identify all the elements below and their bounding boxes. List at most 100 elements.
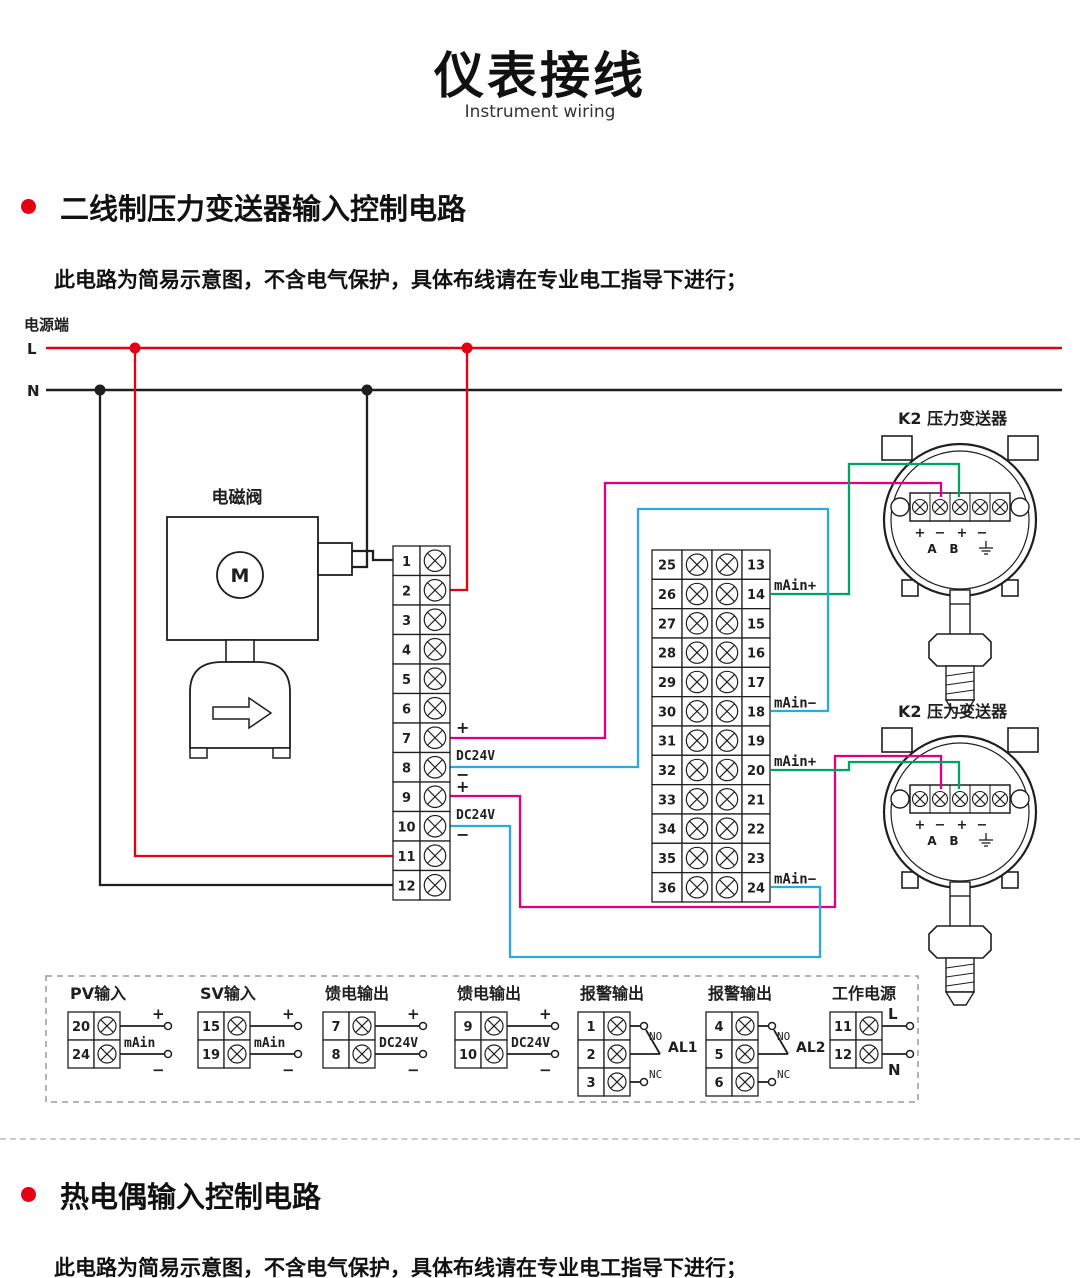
svg-text:B: B xyxy=(949,542,958,556)
svg-text:−: − xyxy=(407,1061,420,1079)
svg-text:5: 5 xyxy=(402,673,411,688)
svg-text:报警输出: 报警输出 xyxy=(708,984,772,1003)
svg-text:DC24V: DC24V xyxy=(456,749,495,764)
svg-text:19: 19 xyxy=(202,1048,220,1063)
svg-text:电源端: 电源端 xyxy=(24,316,69,334)
section-1-note: 此电路为简易示意图，不含电气保护，具体布线请在专业电工指导下进行； xyxy=(54,268,747,292)
svg-text:24: 24 xyxy=(72,1048,90,1063)
page-subtitle: Instrument wiring xyxy=(464,102,616,122)
svg-text:+: + xyxy=(407,1005,420,1023)
svg-text:10: 10 xyxy=(397,820,415,835)
svg-text:B: B xyxy=(949,834,958,848)
bullet-icon xyxy=(21,199,36,214)
svg-text:3: 3 xyxy=(402,614,411,629)
svg-text:A: A xyxy=(927,542,937,556)
svg-text:+: + xyxy=(957,818,968,833)
svg-text:13: 13 xyxy=(747,559,765,574)
svg-text:N: N xyxy=(27,382,40,400)
svg-text:31: 31 xyxy=(658,735,676,750)
svg-text:26: 26 xyxy=(658,588,676,603)
solenoid-valve: 电磁阀 M xyxy=(166,487,353,759)
svg-text:17: 17 xyxy=(747,676,765,691)
svg-text:mAin: mAin xyxy=(254,1036,285,1051)
bullet-icon xyxy=(21,1187,36,1202)
svg-text:9: 9 xyxy=(402,791,411,806)
svg-text:11: 11 xyxy=(397,850,415,865)
svg-text:4: 4 xyxy=(402,643,411,658)
svg-text:+: + xyxy=(539,1005,552,1023)
svg-text:12: 12 xyxy=(834,1048,852,1063)
svg-text:2: 2 xyxy=(402,584,411,599)
svg-text:15: 15 xyxy=(202,1020,220,1035)
svg-text:−: − xyxy=(539,1061,552,1079)
svg-text:NC: NC xyxy=(777,1068,790,1081)
svg-text:PV输入: PV输入 xyxy=(70,984,126,1003)
svg-text:22: 22 xyxy=(747,823,765,838)
svg-text:1: 1 xyxy=(586,1020,595,1035)
svg-text:23: 23 xyxy=(747,852,765,867)
svg-text:NO: NO xyxy=(649,1030,662,1043)
svg-text:20: 20 xyxy=(747,764,765,779)
svg-text:5: 5 xyxy=(714,1048,723,1063)
svg-text:6: 6 xyxy=(402,702,411,717)
svg-text:mAin+: mAin+ xyxy=(774,578,816,594)
section-1-title: 二线制压力变送器输入控制电路 xyxy=(60,192,467,226)
svg-text:6: 6 xyxy=(714,1076,723,1091)
svg-text:9: 9 xyxy=(463,1020,472,1035)
svg-text:mAin−: mAin− xyxy=(774,871,816,887)
svg-text:8: 8 xyxy=(402,761,411,776)
svg-text:NC: NC xyxy=(649,1068,662,1081)
svg-text:+: + xyxy=(282,1005,295,1023)
svg-text:27: 27 xyxy=(658,617,676,632)
svg-text:DC24V: DC24V xyxy=(456,808,495,823)
section-2-note: 此电路为简易示意图，不含电气保护，具体布线请在专业电工指导下进行； xyxy=(54,1256,747,1278)
svg-text:7: 7 xyxy=(331,1020,340,1035)
svg-text:11: 11 xyxy=(834,1020,852,1035)
svg-text:−: − xyxy=(935,818,946,833)
svg-text:32: 32 xyxy=(658,764,676,779)
svg-text:14: 14 xyxy=(747,588,765,603)
svg-text:19: 19 xyxy=(747,735,765,750)
svg-text:12: 12 xyxy=(397,879,415,894)
svg-text:7: 7 xyxy=(402,732,411,747)
svg-text:K2 压力变送器: K2 压力变送器 xyxy=(898,409,1008,428)
svg-text:29: 29 xyxy=(658,676,676,691)
svg-text:3: 3 xyxy=(586,1076,595,1091)
svg-text:+: + xyxy=(456,718,469,737)
svg-text:mAin: mAin xyxy=(124,1036,155,1051)
svg-text:M: M xyxy=(231,565,250,587)
svg-text:35: 35 xyxy=(658,852,676,867)
svg-text:L: L xyxy=(888,1005,898,1023)
svg-text:电磁阀: 电磁阀 xyxy=(212,487,263,508)
svg-text:馈电输出: 馈电输出 xyxy=(457,984,521,1003)
terminal-legend: PV输入2024+−mAinSV输入1519+−mAin馈电输出78+−DC24… xyxy=(45,975,919,1103)
svg-text:34: 34 xyxy=(658,823,676,838)
svg-text:DC24V: DC24V xyxy=(379,1036,418,1051)
svg-text:−: − xyxy=(456,825,469,844)
svg-text:36: 36 xyxy=(658,881,676,896)
svg-text:工作电源: 工作电源 xyxy=(832,984,896,1003)
svg-text:AL2: AL2 xyxy=(796,1040,826,1056)
svg-text:mAin+: mAin+ xyxy=(774,754,816,770)
svg-text:−: − xyxy=(935,526,946,541)
svg-text:−: − xyxy=(456,765,469,784)
svg-text:L: L xyxy=(27,340,37,358)
svg-text:报警输出: 报警输出 xyxy=(580,984,644,1003)
svg-text:30: 30 xyxy=(658,705,676,720)
svg-text:馈电输出: 馈电输出 xyxy=(325,984,389,1003)
svg-text:DC24V: DC24V xyxy=(511,1036,550,1051)
wires xyxy=(98,348,961,959)
svg-text:33: 33 xyxy=(658,793,676,808)
page-title: 仪表接线 xyxy=(434,47,646,105)
